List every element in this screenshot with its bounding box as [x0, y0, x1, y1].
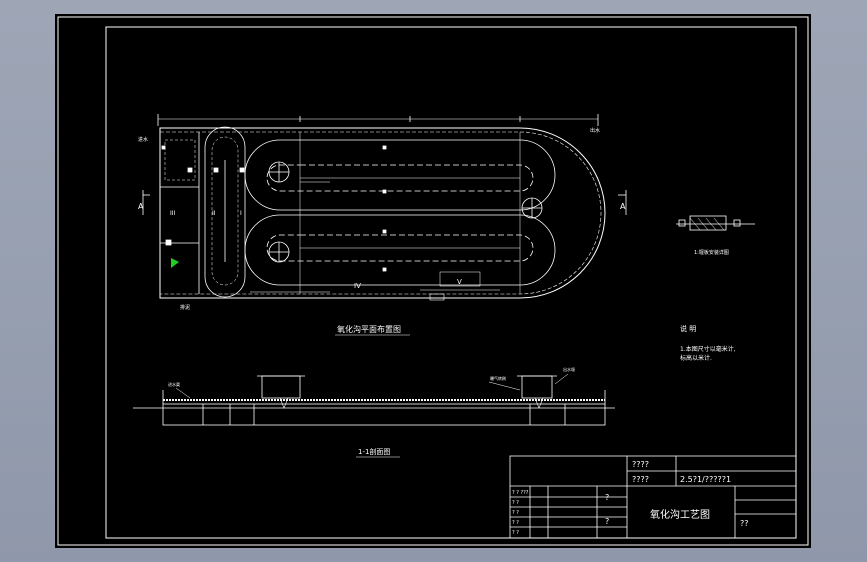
plan-label-outlet: 出水	[590, 127, 600, 134]
channel-label-1: I	[240, 210, 242, 217]
plan-label-sludge: 排泥	[180, 304, 190, 311]
section-label-rotor: 曝气转刷	[490, 375, 506, 381]
section-title: 1-1剖面图	[358, 447, 390, 456]
section-marker-right: A	[620, 202, 626, 211]
section-label-inlet-channel: 进水渠	[168, 381, 180, 387]
plan-title: 氧化沟平面布置图	[337, 324, 401, 334]
section-label-weir: 出水堰	[563, 366, 575, 372]
title-block	[509, 455, 797, 539]
drawing-name: 氧化沟工艺图	[650, 508, 710, 521]
title-row-1: ? ? ???	[512, 490, 529, 496]
inner-border	[105, 26, 797, 539]
drawing-number: 2.5?1/?????1	[680, 475, 731, 484]
title-block-top-cell: ????	[632, 460, 649, 469]
drawing-sheet	[55, 14, 811, 548]
title-mid-row-1: ?	[605, 493, 609, 502]
weir-detail	[676, 215, 755, 231]
section-view	[133, 373, 615, 426]
channel-label-4: IV	[354, 282, 361, 290]
plan-label-inlet: 进水	[138, 136, 148, 143]
title-row-4: ? ?	[512, 520, 519, 526]
title-block-mid-cell: ????	[632, 475, 649, 484]
plan-view	[142, 114, 627, 301]
notes-line-2: 标高以米计.	[680, 354, 712, 362]
channel-label-2: II	[212, 210, 216, 217]
title-row-2: ? ?	[512, 500, 519, 506]
title-right-cell: ??	[740, 519, 749, 528]
outer-border	[57, 16, 809, 546]
channel-label-3: III	[170, 210, 176, 217]
notes-line-1: 1.本图尺寸以毫米计,	[680, 345, 736, 353]
detail-caption: 1:堰板安装详图	[694, 249, 729, 256]
inlet-marker	[171, 258, 179, 268]
channel-label-5: V	[457, 278, 462, 286]
title-mid-row-2: ?	[605, 517, 609, 526]
title-row-3: ? ?	[512, 510, 519, 516]
section-marker-left: A	[138, 202, 144, 211]
title-row-5: ? ?	[512, 530, 519, 536]
notes-heading: 说 明	[680, 324, 696, 333]
